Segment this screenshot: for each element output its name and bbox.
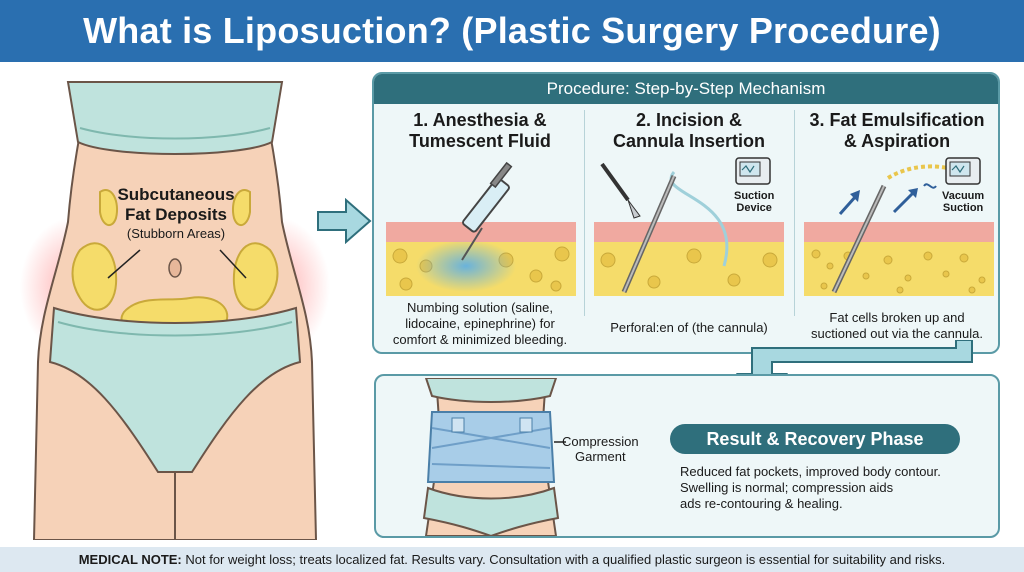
result-text: Reduced fat pockets, improved body conto… (680, 464, 990, 512)
step-2-title: 2. Incision & Cannula Insertion (586, 110, 792, 152)
compression-garment-label: Compression Garment (562, 434, 639, 464)
step-2-title-line1: 2. Incision & (635, 110, 743, 130)
step-divider (584, 110, 585, 316)
procedure-panel: Procedure: Step-by-Step Mechanism 1. Ane… (372, 72, 1000, 354)
result-heading-pill: Result & Recovery Phase (670, 424, 960, 454)
procedure-header-text: Procedure: Step-by-Step Mechanism (546, 79, 826, 98)
procedure-header: Procedure: Step-by-Step Mechanism (374, 74, 998, 104)
arrow-right-icon (317, 198, 372, 244)
step-2-desc: Perforal:en of (the cannula) (586, 320, 792, 336)
medical-note-label: MEDICAL NOTE: (78, 552, 182, 567)
suction-device-icon (735, 157, 771, 185)
compression-garment-illustration (422, 378, 566, 536)
step-1-title-line2: Tumescent Fluid (409, 131, 551, 151)
fat-deposits-label: Subcutaneous Fat Deposits (Stubborn Area… (96, 185, 256, 243)
arrow-up-right-icon (892, 188, 918, 214)
fat-label-line2: Fat Deposits (124, 205, 228, 224)
vacuum-suction-label-line1: Vacuum (942, 190, 985, 202)
result-text-line1: Reduced fat pockets, improved body conto… (680, 464, 941, 479)
medical-note-bar: MEDICAL NOTE: Not for weight loss; treat… (0, 547, 1024, 572)
step-3-desc: Fat cells broken up and suctioned out vi… (796, 310, 998, 342)
vacuum-suction-label: Vacuum Suction (942, 190, 984, 214)
step-2: 2. Incision & Cannula Insertion Sucti (586, 104, 792, 352)
step-3: 3. Fat Emulsification & Aspiration (796, 104, 998, 352)
cannula-illustration (594, 157, 784, 296)
step-1-desc-line3: comfort & minimized bleeding. (392, 332, 568, 347)
medical-note-text: Not for weight loss; treats localized fa… (181, 552, 946, 567)
step-3-title-line1: 3. Fat Emulsification (809, 110, 985, 130)
step-3-desc-line1: Fat cells broken up and (829, 310, 965, 325)
syringe-icon (461, 161, 513, 261)
step-1: 1. Anesthesia & Tumescent Fluid Numbing … (378, 104, 582, 352)
vacuum-suction-icon (945, 157, 981, 185)
step-1-desc-line1: Numbing solution (saline, (407, 300, 553, 315)
result-text-line2: Swelling is normal; compression aids (680, 480, 894, 495)
title-bar: What is Liposuction? (Plastic Surgery Pr… (0, 0, 1024, 62)
step-3-title: 3. Fat Emulsification & Aspiration (796, 110, 998, 152)
arrow-up-left-icon (838, 190, 860, 215)
result-heading: Result & Recovery Phase (706, 428, 924, 449)
suction-device-label-line2: Device (736, 202, 772, 214)
step-1-title-line1: 1. Anesthesia & (413, 110, 547, 130)
result-panel: Compression Garment Result & Recovery Ph… (374, 374, 1000, 538)
body-illustration (20, 81, 330, 540)
step-2-desc-line1: Perforal:en of (the cannula) (610, 320, 768, 335)
vacuum-suction-label-line2: Suction (942, 202, 984, 214)
medical-note: MEDICAL NOTE: Not for weight loss; treat… (79, 552, 946, 567)
step-1-title: 1. Anesthesia & Tumescent Fluid (378, 110, 582, 152)
page-title: What is Liposuction? (Plastic Surgery Pr… (83, 10, 941, 51)
step-1-desc-line2: lidocaine, epinephrine) for (405, 316, 555, 331)
step-3-title-line2: & Aspiration (843, 131, 951, 151)
step-1-desc: Numbing solution (saline, lidocaine, epi… (378, 300, 582, 348)
compression-label-line1: Compression (562, 434, 639, 449)
aspiration-illustration (804, 157, 994, 296)
step-divider (794, 110, 795, 316)
scalpel-icon (600, 162, 641, 219)
step-2-title-line2: Cannula Insertion (612, 131, 765, 151)
result-text-line3: ads re-contouring & healing. (680, 496, 843, 511)
syringe-illustration (386, 161, 576, 296)
fat-label-line1: Subcutaneous (117, 185, 235, 204)
suction-device-label-line1: Suction (734, 190, 775, 202)
fat-label-sub: (Stubborn Areas) (126, 226, 226, 241)
step-3-desc-line2: suctioned out via the cannula. (810, 326, 983, 341)
compression-label-line2: Garment (575, 449, 626, 464)
suction-device-label: Suction Device (734, 190, 774, 214)
